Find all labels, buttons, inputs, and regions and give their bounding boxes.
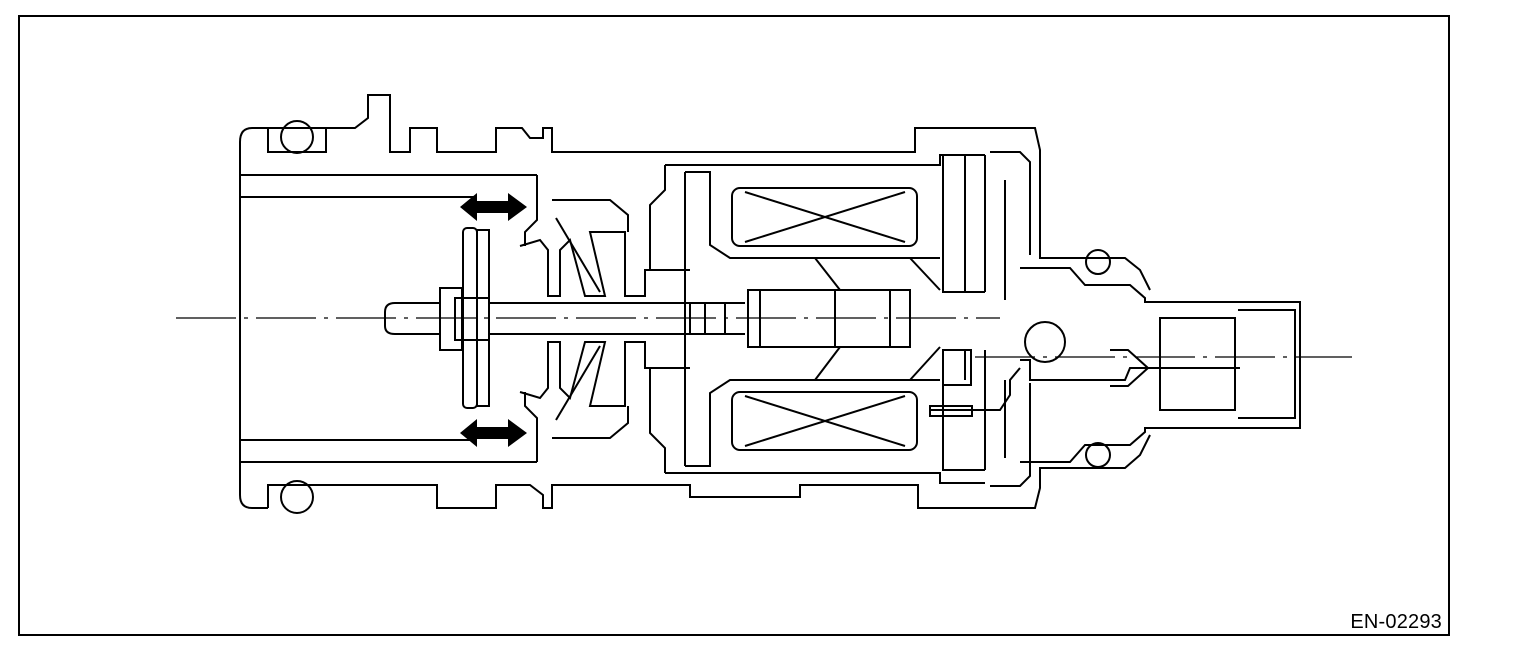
connector-socket [1160, 318, 1235, 410]
solenoid-housing-lower [650, 368, 985, 483]
pole-piece-lower [815, 347, 940, 380]
o-ring-bottom-right [1086, 443, 1110, 467]
spring-line-lower [556, 346, 600, 420]
connector-hex [1083, 258, 1150, 468]
end-cap-upper [943, 155, 985, 292]
o-ring-groove-top [268, 128, 326, 152]
end-flange-upper [990, 152, 1030, 300]
connector-socket-inner [1238, 310, 1295, 418]
double-arrow-upper-icon [460, 193, 527, 221]
left-housing-lower [268, 468, 1083, 508]
left-housing-outer-left [240, 128, 268, 508]
coil-upper-cross-2 [745, 192, 905, 242]
solenoid-inner-upper [685, 172, 940, 258]
spring-line-upper [556, 218, 600, 292]
coil-upper [732, 188, 917, 246]
check-ball [1025, 322, 1065, 362]
spring-seat-lower [552, 406, 628, 438]
valve-hub [440, 288, 462, 350]
bore-step-upper [525, 175, 537, 246]
o-ring-top-left [281, 121, 313, 153]
coil-lower-cross-2 [745, 396, 905, 446]
o-ring-top-right [1086, 250, 1110, 274]
figure-frame [18, 15, 1450, 636]
solenoid-inner-lower [685, 380, 940, 466]
pole-piece-upper [815, 258, 940, 290]
end-flange-lower [990, 380, 1030, 486]
terminal [930, 406, 972, 416]
lead-wire [930, 368, 1020, 410]
connector-pin-tip [1110, 350, 1148, 386]
double-arrow-lower-icon [460, 419, 527, 447]
valve-hub-collar [455, 298, 489, 340]
connector-pin [1020, 360, 1240, 380]
valve-stem-tip [385, 303, 440, 334]
o-ring-bottom-left [281, 481, 313, 513]
diaphragm-lower [520, 342, 690, 406]
diaphragm-upper [520, 232, 690, 296]
end-cap-notch [943, 350, 971, 385]
solenoid-housing-upper [650, 155, 985, 270]
spring-seat-upper [552, 200, 628, 232]
left-housing-upper [252, 95, 1083, 258]
bore-step-lower [525, 392, 537, 462]
figure-id-label: EN-02293 [1350, 611, 1442, 633]
coil-lower [732, 392, 917, 450]
